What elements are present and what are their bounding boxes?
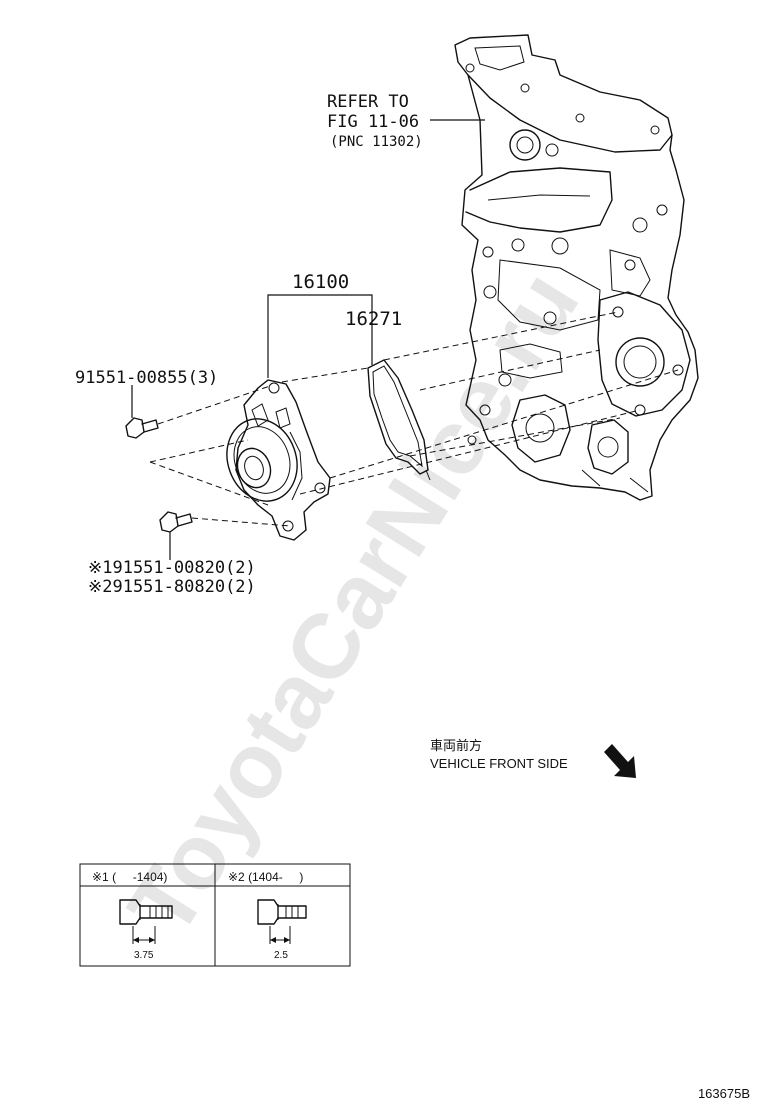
part-number-bolt-lower-1: ※191551-00820(2) xyxy=(88,558,256,578)
direction-arrow-icon xyxy=(604,744,636,778)
legend-header-1: ※1 ( -1404) xyxy=(92,870,167,884)
refer-note-line1: REFER TO xyxy=(327,92,409,112)
direction-japanese: 車両前方 xyxy=(430,738,482,753)
refer-note-line3: (PNC 11302) xyxy=(330,134,423,150)
assembly-bracket xyxy=(267,294,373,378)
figure-id: 163675B xyxy=(698,1086,750,1101)
refer-note-line2: FIG 11-06 xyxy=(327,112,419,132)
water-pump-gasket xyxy=(367,359,431,481)
legend-bolt-1 xyxy=(119,899,173,944)
part-number-bolt-upper: 91551-00855(3) xyxy=(75,368,218,388)
direction-english: VEHICLE FRONT SIDE xyxy=(430,756,568,771)
watermark: ToyotaCarNice.ru xyxy=(109,254,598,953)
direction-indicator: 車両前方 VEHICLE FRONT SIDE xyxy=(430,738,636,778)
legend-dimension-2: 2.5 xyxy=(274,950,288,961)
part-number-bolt-lower-2: ※291551-80820(2) xyxy=(88,577,256,597)
timing-chain-cover xyxy=(454,34,699,501)
alignment-lines xyxy=(149,311,679,527)
part-number-16271: 16271 xyxy=(345,308,402,330)
legend-bolt-2 xyxy=(257,899,307,944)
part-number-16100: 16100 xyxy=(292,271,349,293)
refer-note: REFER TO FIG 11-06 (PNC 11302) xyxy=(327,92,485,150)
bolt-upper xyxy=(125,385,159,439)
legend-header-2: ※2 (1404- ) xyxy=(228,870,303,884)
legend-dimension-1: 3.75 xyxy=(134,950,154,961)
legend-table: ※1 ( -1404) ※2 (1404- ) 3.75 xyxy=(79,863,351,967)
bolt-lower xyxy=(159,511,193,560)
water-pump-assembly xyxy=(226,379,331,541)
